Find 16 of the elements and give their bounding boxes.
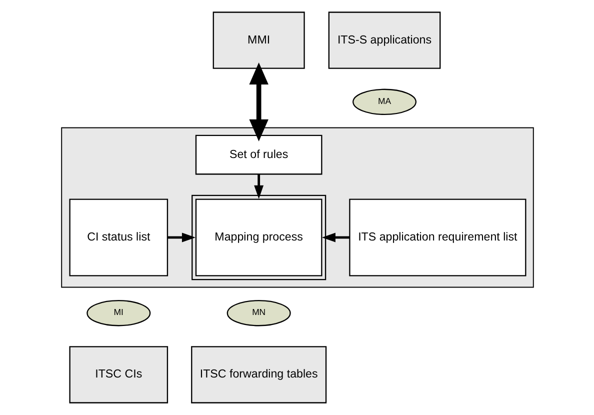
node-box: ITS-S applications — [328, 12, 440, 69]
node-box: CI status list — [68, 198, 168, 276]
arrow — [167, 232, 196, 242]
node-box: MMI — [212, 12, 304, 69]
node-box: ITSC CIs — [68, 346, 168, 404]
node-box: ITS application requirement list — [348, 198, 526, 276]
node-box: Set of rules — [194, 134, 322, 175]
cluster — [60, 127, 534, 288]
node-ellipse: MA — [352, 88, 416, 115]
arrow — [254, 174, 264, 199]
arrow — [248, 62, 268, 142]
arrow — [321, 232, 350, 242]
node-box: Mapping process — [191, 194, 326, 280]
node-ellipse: MI — [86, 300, 150, 326]
node-box: ITSC forwarding tables — [190, 346, 326, 404]
node-ellipse: MN — [226, 300, 290, 326]
